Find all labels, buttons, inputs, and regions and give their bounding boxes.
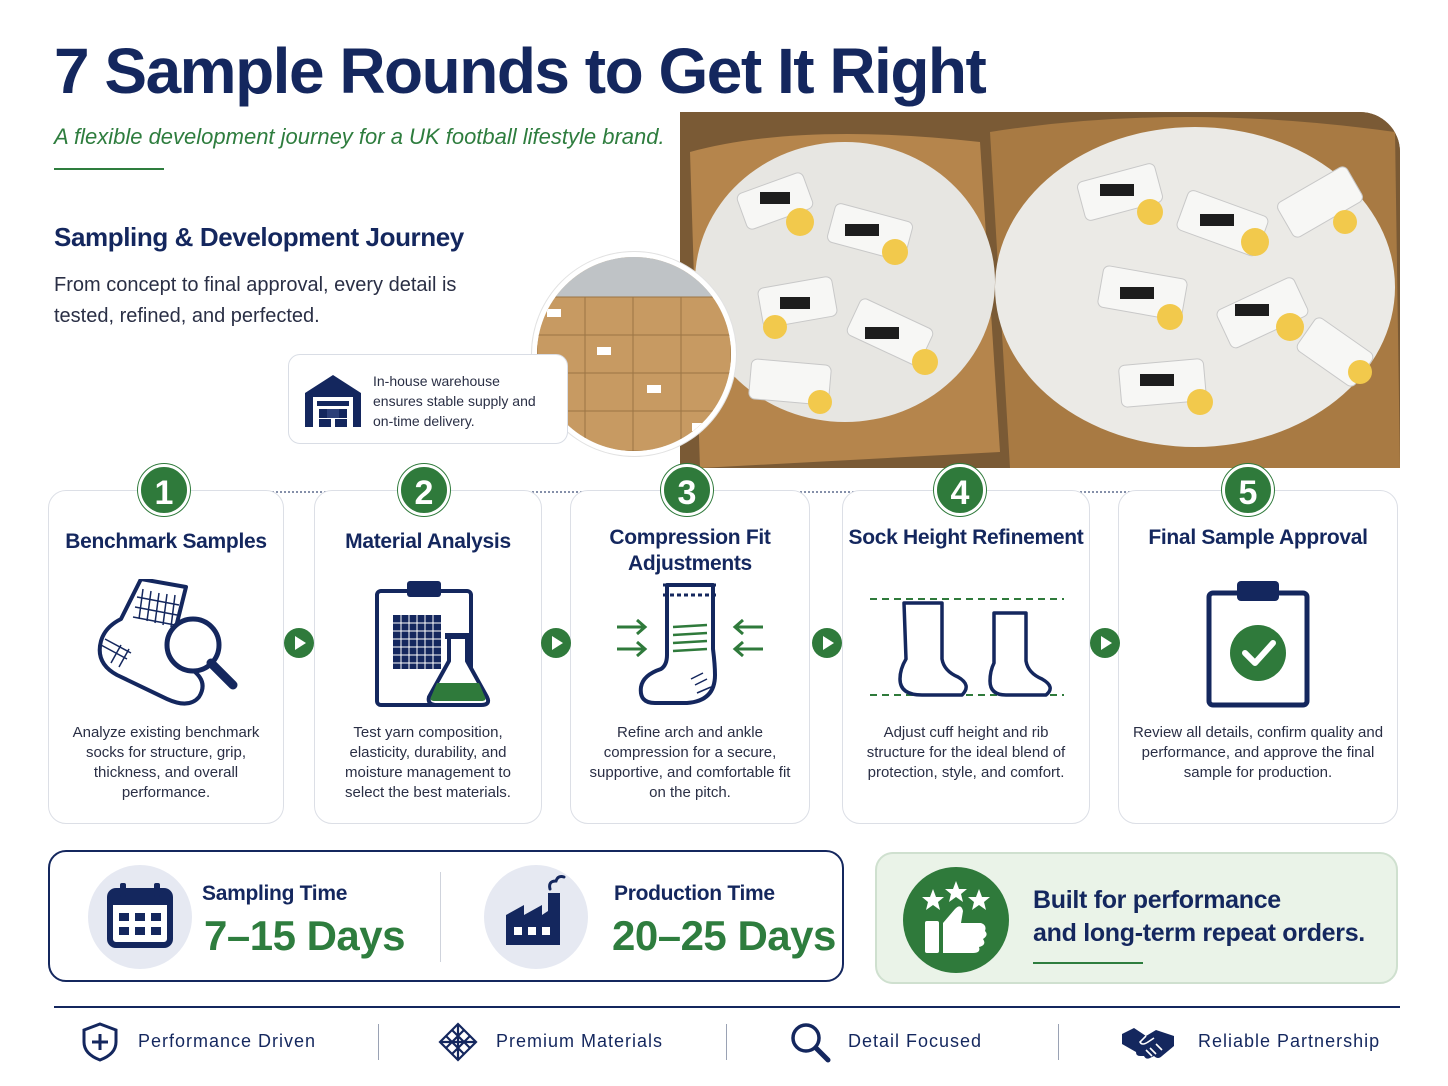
performance-promise-text: Built for performance and long-term repe…: [1033, 884, 1365, 950]
footer-rule: [54, 1006, 1400, 1008]
clipboard-check-icon: [1203, 579, 1313, 714]
production-time-value: 20–25 Days: [612, 912, 836, 959]
step-description: Refine arch and ankle compression for a …: [589, 724, 791, 801]
promise-line-2: and long-term repeat orders.: [1033, 919, 1365, 947]
thumbs-up-stars-icon: [903, 867, 1009, 973]
step-card-benchmark: Benchmark Samples Analyze existing bench…: [48, 490, 284, 824]
step-number-badge: 2: [398, 464, 450, 516]
footer-separator: [378, 1024, 379, 1060]
footer-label: Detail Focused: [848, 1031, 983, 1051]
section-description: From concept to final approval, every de…: [54, 274, 457, 327]
footer-label: Reliable Partnership: [1198, 1031, 1381, 1051]
step-title: Final Sample Approval: [1148, 526, 1368, 549]
warehouse-icon: [303, 371, 363, 429]
promise-underline: [1033, 962, 1143, 964]
step-title: Sock Height Refinement: [848, 526, 1084, 549]
page-subtitle: A flexible development journey for a UK …: [54, 124, 665, 149]
step-description: Adjust cuff height and rib structure for…: [866, 724, 1066, 781]
step-number-badge: 3: [661, 464, 713, 516]
step-card-compression: Compression Fit Adjustments Refine arch …: [570, 490, 810, 824]
shield-plus-icon: [78, 1020, 122, 1064]
packed-socks-photo: [680, 112, 1400, 468]
step-description: Review all details, confirm quality and …: [1132, 724, 1384, 781]
step-card-height: Sock Height Refinement Adjust cuff heigh…: [842, 490, 1090, 824]
factory-icon: [484, 865, 588, 969]
clipboard-flask-icon: [363, 579, 493, 714]
calendar-icon: [88, 865, 192, 969]
sampling-time-value: 7–15 Days: [204, 912, 406, 959]
fabric-weave-icon: [436, 1020, 480, 1064]
performance-promise-panel: Built for performance and long-term repe…: [875, 852, 1398, 984]
step-description: Test yarn composition, elasticity, durab…: [345, 724, 511, 801]
sock-height-icon: [866, 579, 1066, 714]
handshake-icon: [1120, 1020, 1176, 1064]
step-title: Benchmark Samples: [65, 530, 267, 553]
magnifier-icon: [788, 1020, 832, 1064]
promise-line-1: Built for performance: [1033, 886, 1281, 914]
footer-separator: [1058, 1024, 1059, 1060]
next-step-arrow-icon: [284, 628, 314, 658]
next-step-arrow-icon: [812, 628, 842, 658]
warehouse-note: In-house warehouse ensures stable supply…: [373, 373, 536, 429]
subtitle-underline: [54, 168, 164, 170]
step-card-approval: Final Sample Approval Review all details…: [1118, 490, 1398, 824]
warehouse-note-card: In-house warehouse ensures stable supply…: [288, 354, 568, 444]
next-step-arrow-icon: [541, 628, 571, 658]
step-number-badge: 4: [934, 464, 986, 516]
sock-magnifier-icon: [91, 577, 241, 714]
section-title: Sampling & Development Journey: [54, 222, 464, 252]
sampling-time-label: Sampling Time: [202, 882, 348, 905]
step-number-badge: 5: [1222, 464, 1274, 516]
compression-sock-icon: [615, 579, 765, 714]
timing-divider: [440, 872, 441, 962]
step-description: Analyze existing benchmark socks for str…: [72, 724, 260, 801]
footer-separator: [726, 1024, 727, 1060]
page-title: 7 Sample Rounds to Get It Right: [54, 35, 987, 107]
step-number-badge: 1: [138, 464, 190, 516]
timing-panel: Sampling Time 7–15 Days Production Time …: [48, 850, 844, 982]
footer-label: Performance Driven: [138, 1031, 317, 1051]
production-time-label: Production Time: [614, 882, 775, 905]
footer-label: Premium Materials: [496, 1031, 664, 1051]
step-title: Material Analysis: [345, 530, 511, 553]
next-step-arrow-icon: [1090, 628, 1120, 658]
step-card-material: Material Analysis Test yarn composition,…: [314, 490, 542, 824]
step-title: Compression Fit Adjustments: [609, 526, 771, 575]
